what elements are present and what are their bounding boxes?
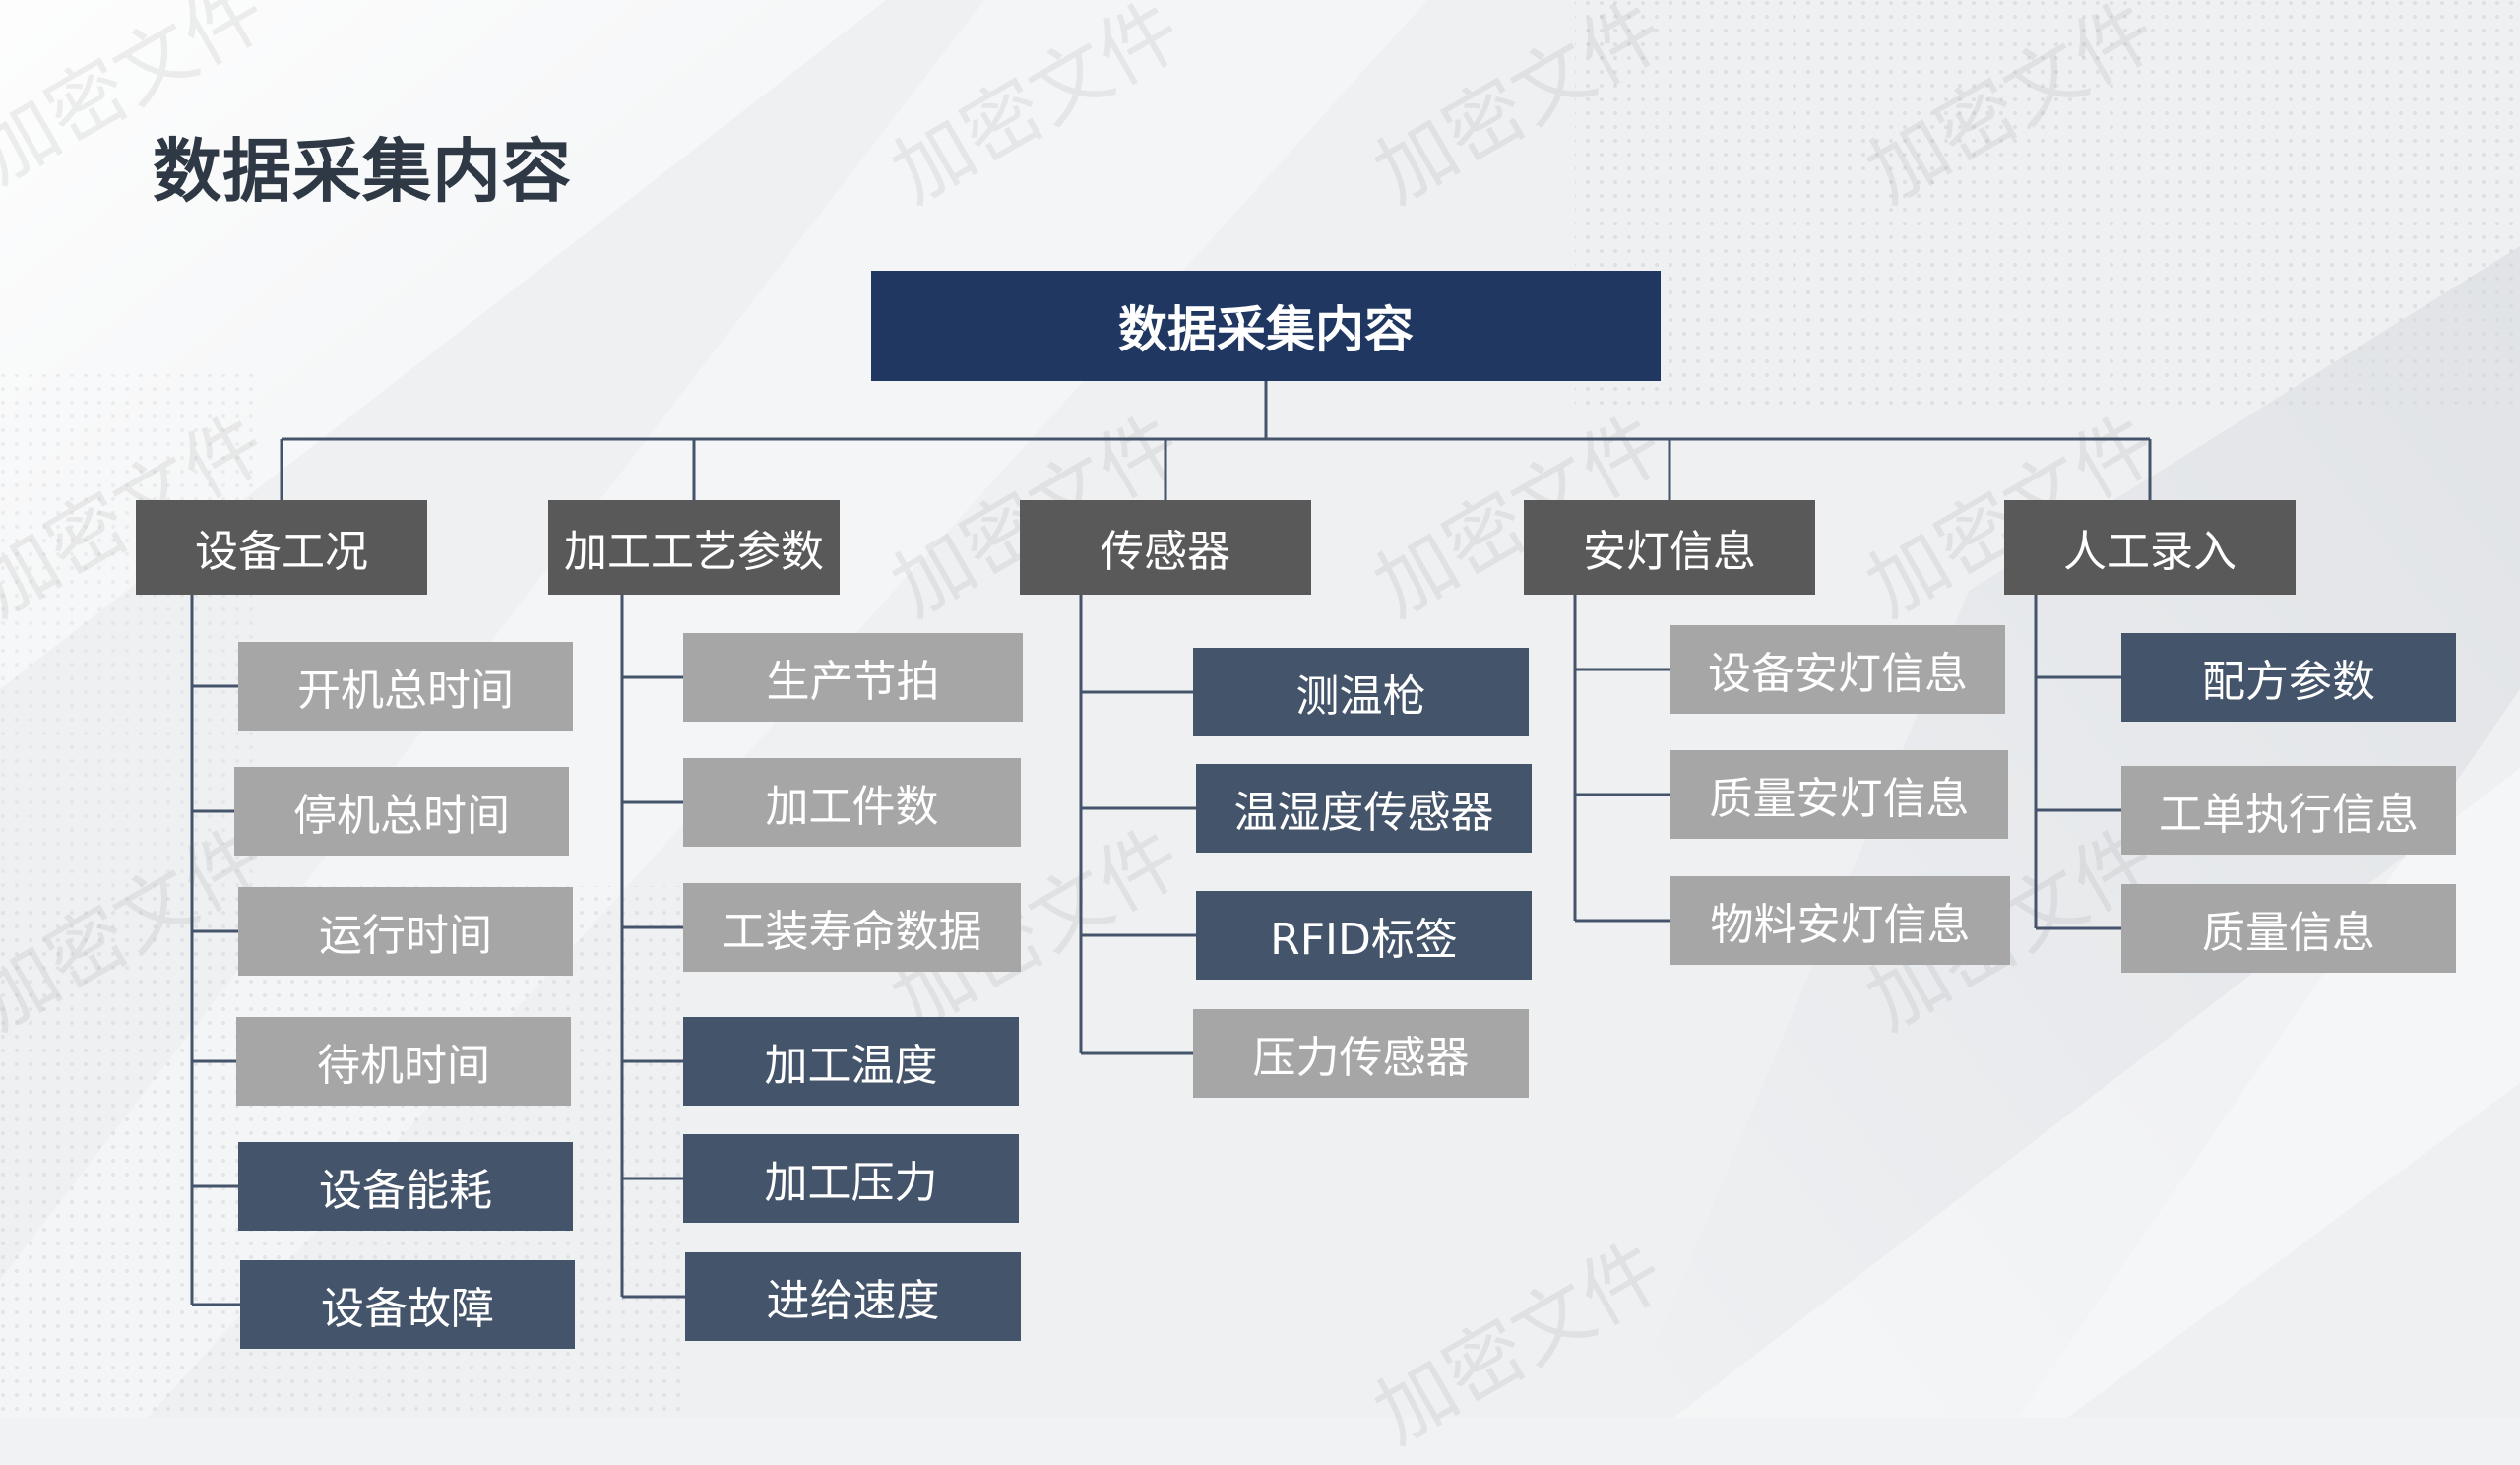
item-tooling-life-data: 工装寿命数据 (683, 883, 1021, 972)
item-equipment-energy: 设备能耗 (238, 1142, 573, 1231)
item-pressure-sensor: 压力传感器 (1193, 1009, 1529, 1098)
category-sensors: 传感器 (1020, 500, 1311, 595)
item-standby-time: 待机时间 (236, 1017, 571, 1106)
item-recipe-parameters: 配方参数 (2121, 633, 2456, 722)
item-process-temperature: 加工温度 (683, 1017, 1019, 1106)
item-rfid-tag: RFID标签 (1196, 891, 1532, 980)
item-material-andon: 物料安灯信息 (1670, 876, 2010, 965)
item-run-time: 运行时间 (238, 887, 573, 976)
page-title: 数据采集内容 (153, 131, 572, 212)
item-processed-count: 加工件数 (683, 758, 1021, 847)
item-equipment-fault: 设备故障 (240, 1260, 575, 1349)
category-equipment-status: 设备工况 (136, 500, 427, 595)
item-temperature-gun: 测温枪 (1193, 648, 1529, 736)
category-process-parameters: 加工工艺参数 (548, 500, 840, 595)
category-andon-info: 安灯信息 (1524, 500, 1815, 595)
item-shutdown-total-time: 停机总时间 (234, 767, 569, 856)
root-node: 数据采集内容 (871, 271, 1661, 381)
item-equipment-andon: 设备安灯信息 (1670, 625, 2005, 714)
item-work-order-execution: 工单执行信息 (2121, 766, 2456, 855)
item-process-pressure: 加工压力 (683, 1134, 1019, 1223)
item-production-takt: 生产节拍 (683, 633, 1023, 722)
category-manual-entry: 人工录入 (2004, 500, 2296, 595)
item-quality-info: 质量信息 (2121, 884, 2456, 973)
item-temp-humidity-sensor: 温湿度传感器 (1196, 764, 1532, 853)
item-power-on-total-time: 开机总时间 (238, 642, 573, 731)
item-feed-speed: 进给速度 (685, 1252, 1021, 1341)
item-quality-andon: 质量安灯信息 (1670, 750, 2008, 839)
